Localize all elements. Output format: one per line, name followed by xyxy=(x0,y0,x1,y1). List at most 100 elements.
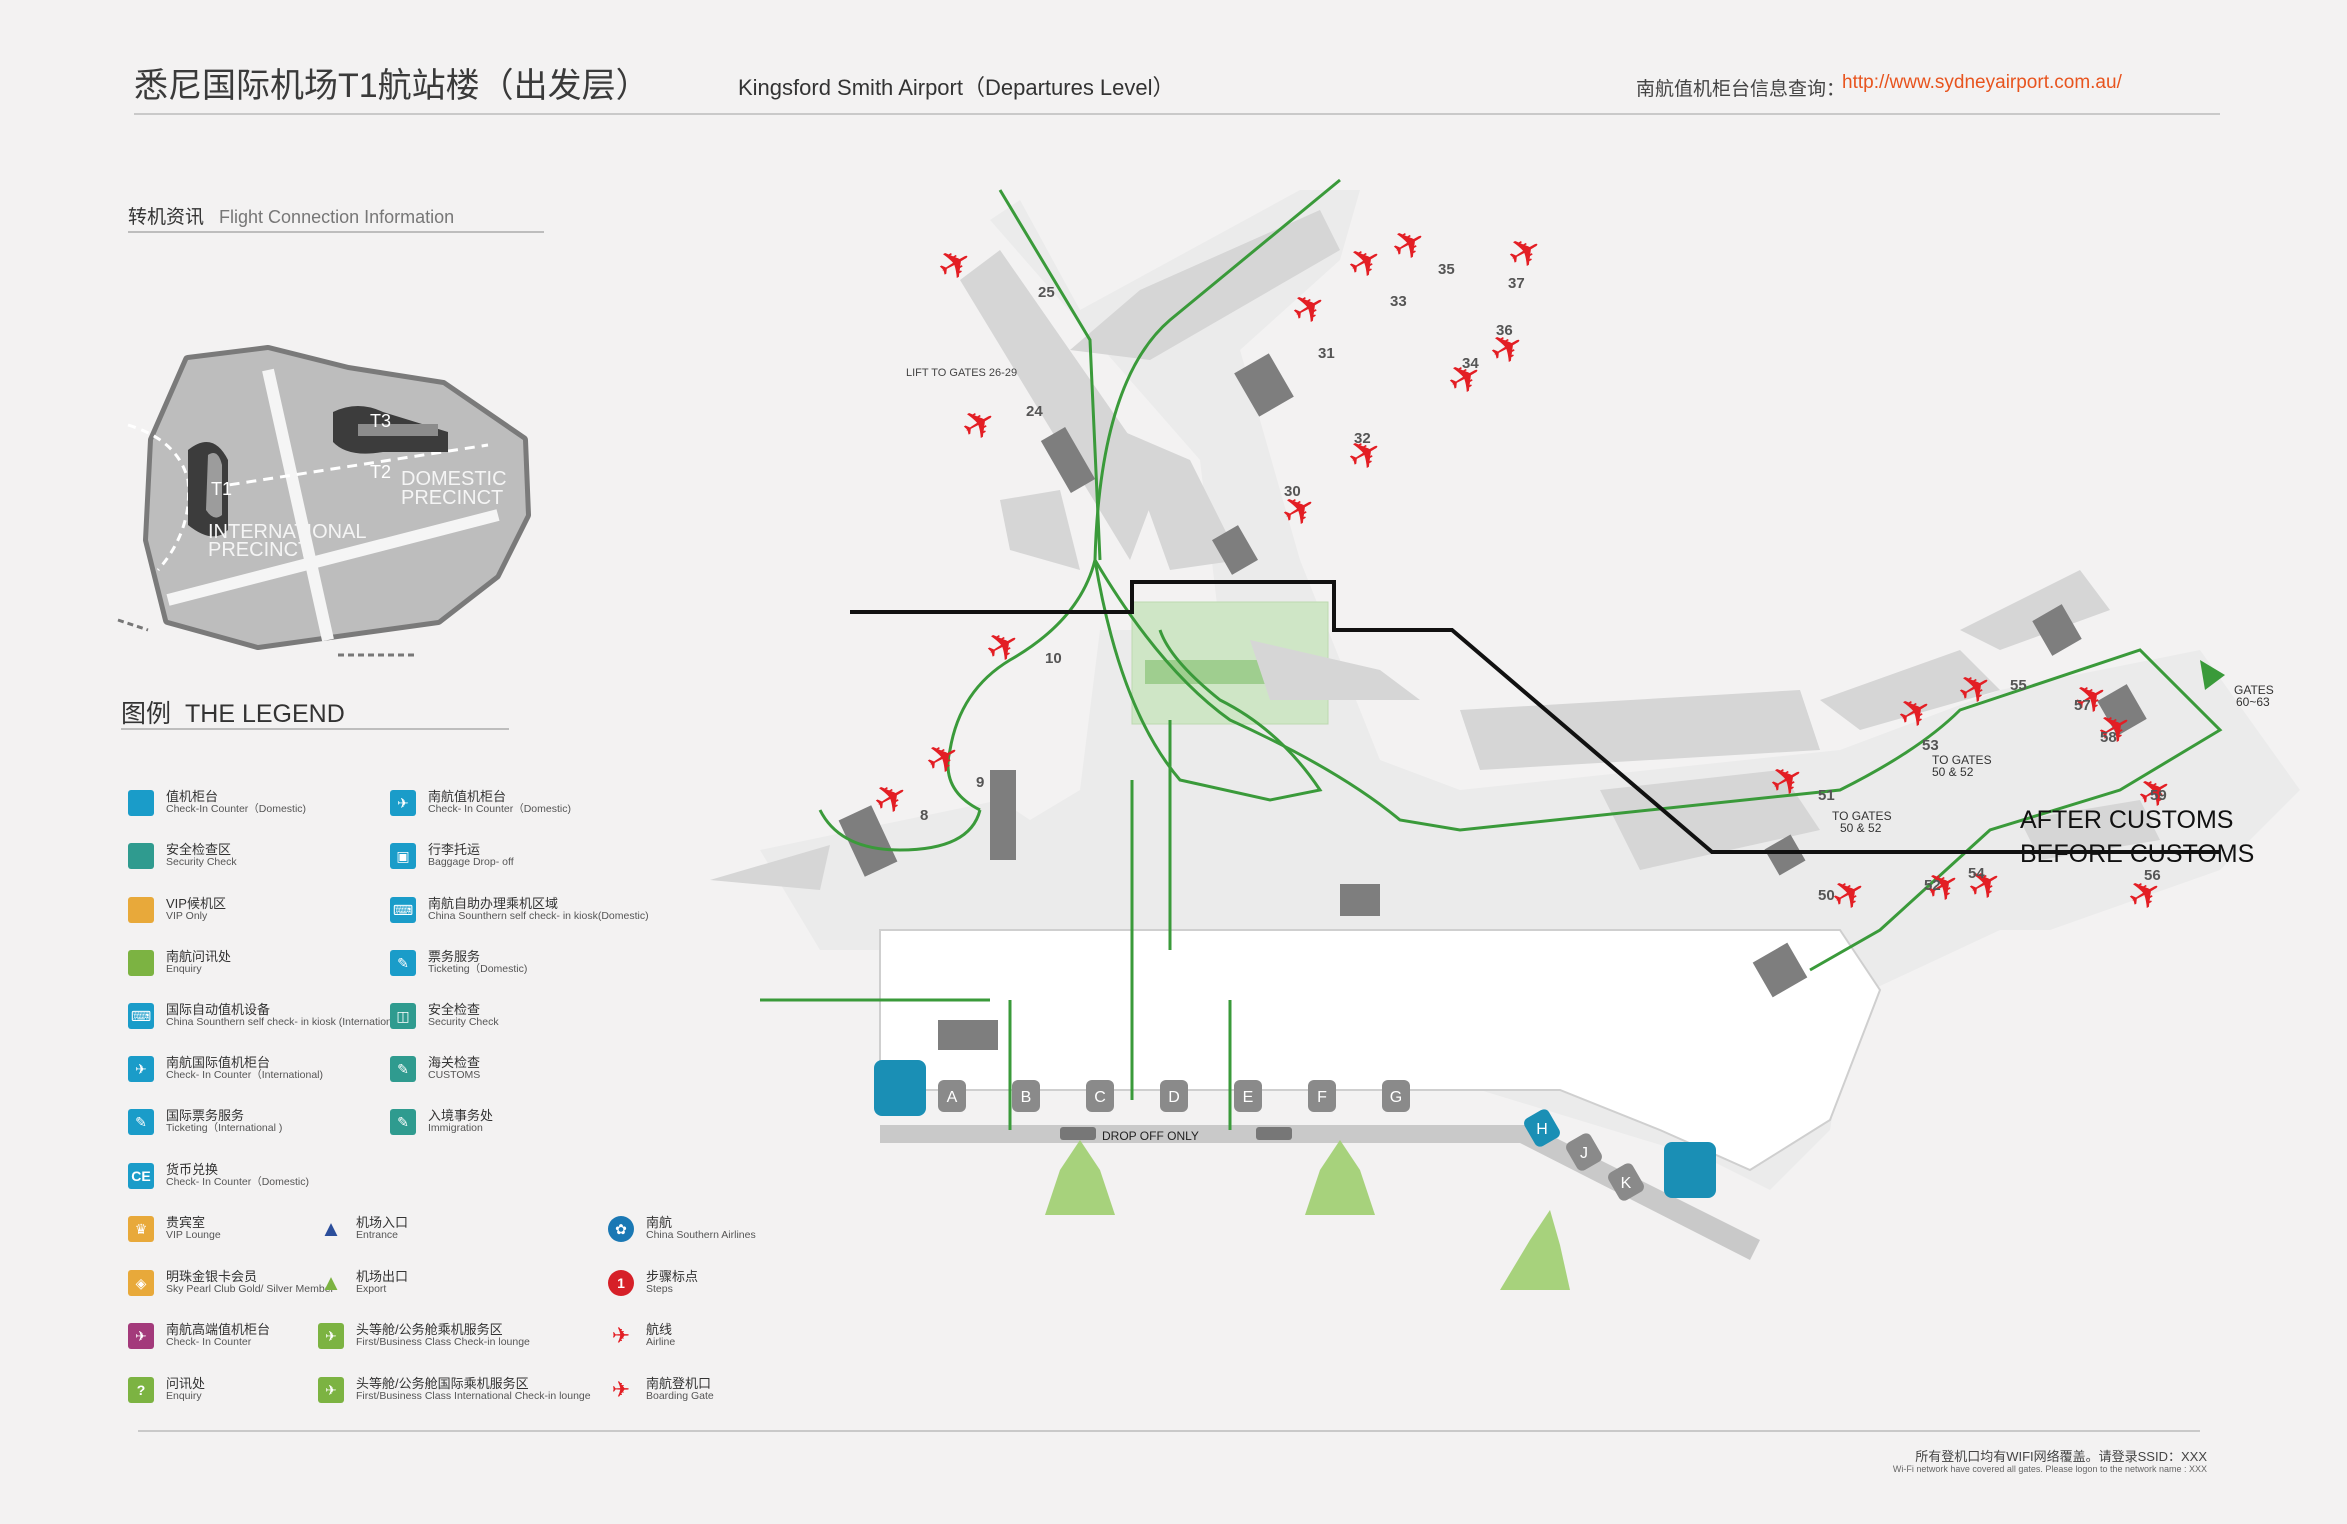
legend-divider xyxy=(121,728,509,730)
boarding-gate-icon: ✈ xyxy=(1500,225,1551,280)
legend-label-cn: 机场出口 xyxy=(356,1269,409,1284)
first-class-icon: ✈ xyxy=(318,1323,344,1349)
vip-area-icon xyxy=(128,897,154,923)
gate-31[interactable]: ✈31 xyxy=(1284,281,1335,362)
security-check-icon: ◫ xyxy=(390,1003,416,1029)
counter-label: F xyxy=(1317,1089,1327,1106)
enquiry-area-icon xyxy=(128,950,154,976)
footer-divider xyxy=(138,1430,2200,1432)
vip-lounge-icon: ♛ xyxy=(128,1216,154,1242)
counter-e[interactable]: E xyxy=(1234,1080,1262,1112)
gate-number: 35 xyxy=(1438,261,1455,278)
legend-label-cn: 货币兑换 xyxy=(166,1162,219,1177)
legend-label-en: Ticketing（International ) xyxy=(166,1122,283,1134)
far-gates-arrow xyxy=(2200,660,2225,690)
legend-label-cn: VIP候机区 xyxy=(166,896,226,911)
counter-k[interactable]: K xyxy=(1606,1161,1646,1203)
legend-label-cn: 南航问讯处 xyxy=(166,949,232,964)
overview-heading-en: Flight Connection Information xyxy=(219,207,455,227)
currency-exchange-icon: CE xyxy=(128,1163,154,1189)
gate-35[interactable]: ✈35 xyxy=(1384,217,1455,278)
legend-label-en: Security Check xyxy=(166,856,237,868)
customs-boundary xyxy=(850,580,2220,854)
counter-j[interactable]: J xyxy=(1564,1131,1604,1173)
ticketing-international-icon: ✎ xyxy=(128,1109,154,1135)
cs-counter-icon: ✈ xyxy=(390,790,416,816)
legend-label-cn: 南航 xyxy=(646,1215,673,1230)
boarding-gate-icon: ✈ xyxy=(954,397,1005,452)
airport-ground xyxy=(148,350,526,645)
footer-wifi-cn: 所有登机口均有WIFI网络覆盖。请登录SSID：XXX xyxy=(1915,1449,2207,1464)
counter-label: E xyxy=(1243,1089,1254,1106)
legend-label-en: Enquiry xyxy=(166,1390,202,1402)
airline-icon: ✈ xyxy=(611,1323,631,1348)
legend-label-en: First/Business Class International Check… xyxy=(356,1390,591,1402)
legend-label-cn: 入境事务处 xyxy=(428,1108,494,1123)
gate-number: 50 xyxy=(1818,887,1835,904)
gate-34[interactable]: ✈34 xyxy=(1440,351,1491,406)
gate-36[interactable]: ✈36 xyxy=(1482,321,1533,376)
legend-label-cn: 安全检查区 xyxy=(166,842,232,857)
legend-label-en: Airline xyxy=(646,1336,676,1348)
legend-label-cn: 头等舱/公务舱国际乘机服务区 xyxy=(356,1376,529,1391)
counter-b[interactable]: B xyxy=(1012,1080,1040,1112)
boarding-gate-icon: ✈ xyxy=(1340,235,1391,290)
gate-number: 58 xyxy=(2100,729,2117,746)
legend-label-cn: 南航国际值机柜台 xyxy=(166,1055,271,1070)
to-gates-label-1: TO GATES xyxy=(1832,809,1892,823)
runway-main xyxy=(262,368,334,642)
gate-number: 54 xyxy=(1968,865,1985,882)
counter-d[interactable]: D xyxy=(1160,1080,1188,1112)
gate-number: 30 xyxy=(1284,483,1301,500)
to-gates-label-2: TO GATES xyxy=(1932,753,1992,767)
international-counter-icon: ✈ xyxy=(128,1056,154,1082)
baggage-icon: ▣ xyxy=(390,843,416,869)
t3-label: T3 xyxy=(370,411,391,431)
legend-label-cn: 南航登机口 xyxy=(646,1376,712,1391)
international-label-1: INTERNATIONAL xyxy=(208,521,367,543)
counter-g[interactable]: G xyxy=(1382,1080,1410,1112)
gate-10[interactable]: ✈10 xyxy=(978,619,1062,674)
counter-a[interactable]: A xyxy=(938,1080,966,1112)
ticketing-icon: ✎ xyxy=(390,950,416,976)
legend-label-cn: 南航自助办理乘机区域 xyxy=(428,896,559,911)
boarding-gate-icon: ✈ xyxy=(918,731,969,786)
gate-32[interactable]: ✈32 xyxy=(1340,427,1391,482)
info-link[interactable]: http://www.sydneyairport.com.au/ xyxy=(1842,72,2122,93)
gate-number: 51 xyxy=(1818,787,1835,804)
legend-label-en: Steps xyxy=(646,1283,673,1295)
counter-h[interactable]: H xyxy=(1522,1107,1562,1149)
gate-number: 36 xyxy=(1496,322,1513,339)
legend-label-en: China Sounthern self check- in kiosk(Dom… xyxy=(428,910,649,922)
counter-label: B xyxy=(1021,1089,1032,1106)
runway-cross xyxy=(166,509,500,606)
road-west xyxy=(117,618,149,632)
checkin-counter-icon xyxy=(128,790,154,816)
gate-number: 24 xyxy=(1026,403,1043,420)
gate-37[interactable]: ✈37 xyxy=(1500,225,1551,292)
counter-c[interactable]: C xyxy=(1086,1080,1114,1112)
domestic-label-1: DOMESTIC xyxy=(401,468,507,490)
gate-lounges xyxy=(838,353,2147,1050)
enquiry-icon: ? xyxy=(128,1377,154,1403)
first-class-lounge-icon xyxy=(874,1060,926,1116)
drop-off-sign-right xyxy=(1256,1127,1292,1140)
header-divider xyxy=(134,113,2220,115)
counter-f[interactable]: F xyxy=(1308,1080,1336,1112)
gate-24[interactable]: ✈ 24 xyxy=(954,397,1043,452)
